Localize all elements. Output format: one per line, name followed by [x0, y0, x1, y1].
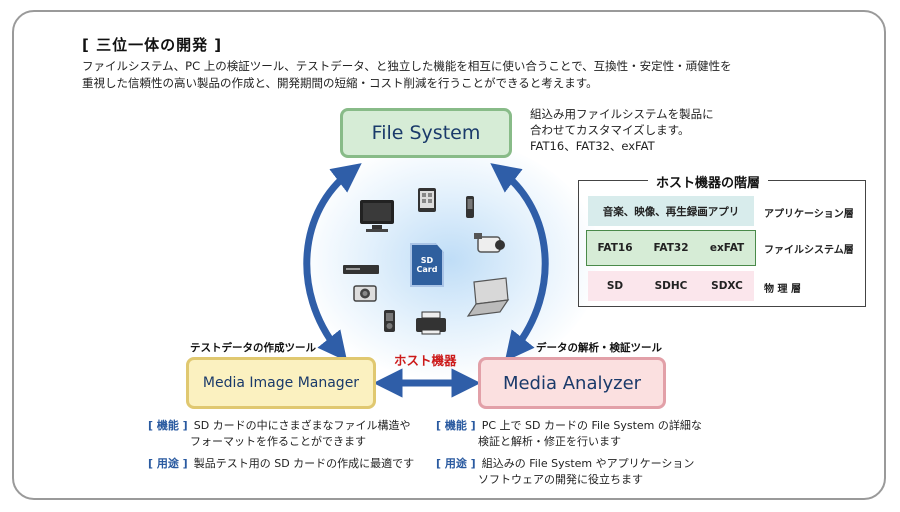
mim-feature-1: SD カードの中にさまざまなファイル構造や [193, 419, 411, 432]
ma-use-2: ソフトウェアの開発に役立ちます [478, 473, 643, 486]
mim-use-tag: [ 用途 ] [148, 457, 188, 470]
intro-text: ファイルシステム、PC 上の検証ツール、テストデータ、と独立した機能を相互に使い… [82, 58, 842, 92]
laptop-icon [466, 277, 510, 317]
fs-layer-cell-2: FAT32 [653, 241, 689, 254]
fs-layer-cell-3: exFAT [709, 241, 745, 254]
mim-caption: テストデータの作成ツール [190, 342, 316, 354]
sd-card-line-1: SD [420, 256, 434, 265]
ma-use-1: 組込みの File System やアプリケーション [481, 457, 695, 470]
fs-layer-row: FAT16 FAT32 exFAT [586, 230, 756, 266]
media-image-manager-box: Media Image Manager [186, 357, 376, 409]
file-system-box: File System [340, 108, 512, 158]
content-frame [12, 10, 886, 500]
file-system-note-3: FAT16、FAT32、exFAT [530, 139, 655, 153]
app-layer-row: 音楽、映像、再生録画アプリ [588, 196, 754, 226]
arrow-fs-ma [490, 163, 549, 362]
tv-icon [360, 200, 394, 232]
intro-line-2: 重視した信頼性の高い製品の作成と、開発期間の短縮・コスト削減を行うことができると… [82, 76, 598, 90]
camera-icon [353, 285, 377, 302]
ma-feature-1: PC 上で SD カードの File System の詳細な [481, 419, 702, 432]
host-hierarchy-title: ホスト機器の階層 [648, 172, 769, 191]
media-image-manager-label: Media Image Manager [202, 375, 360, 391]
file-system-note-2: 合わせてカスタマイズします。 [530, 123, 690, 137]
ma-feature-tag: [ 機能 ] [436, 419, 476, 432]
ma-description: [ 機能 ] PC 上で SD カードの File System の詳細な 検証と… [436, 418, 702, 488]
fs-layer-label: ファイルシステム層 [764, 245, 854, 256]
file-system-note: 組込み用ファイルシステムを製品に 合わせてカスタマイズします。 FAT16、FA… [530, 106, 714, 154]
mim-description: [ 機能 ] SD カードの中にさまざまなファイル構造や フォーマットを作ることが… [148, 418, 414, 472]
media-analyzer-label: Media Analyzer [502, 372, 642, 394]
phone-icon [466, 196, 474, 218]
mim-use-1: 製品テスト用の SD カードの作成に最適です [193, 457, 415, 470]
media-analyzer-box: Media Analyzer [478, 357, 666, 409]
mim-feature-tag: [ 機能 ] [148, 419, 188, 432]
app-layer-cell: 音楽、映像、再生録画アプリ [602, 205, 740, 218]
recorder-icon [343, 265, 379, 274]
arrow-fs-mim [303, 163, 362, 362]
phys-layer-cell-1: SD [606, 280, 624, 292]
intro-line-1: ファイルシステム、PC 上の検証ツール、テストデータ、と独立した機能を相互に使い… [82, 59, 732, 73]
music-player-icon [384, 310, 395, 332]
fs-layer-cell-1: FAT16 [597, 241, 633, 254]
ma-feature-2: 検証と解析・修正を行います [478, 435, 621, 448]
sd-card-line-2: Card [416, 265, 438, 274]
host-device-label: ホスト機器 [394, 353, 457, 368]
section-title: [ 三位一体の開発 ] [82, 36, 223, 54]
printer-icon [416, 311, 446, 335]
file-system-note-1: 組込み用ファイルシステムを製品に [530, 107, 714, 121]
camcorder-icon [474, 233, 505, 253]
tablet-icon [418, 188, 436, 212]
phys-layer-label: 物 理 層 [764, 284, 801, 295]
phys-layer-row: SD SDHC SDXC [588, 271, 754, 301]
ma-use-tag: [ 用途 ] [436, 457, 476, 470]
phys-layer-cell-2: SDHC [654, 280, 688, 292]
sd-card-icon: SD Card [410, 243, 444, 287]
file-system-label: File System [371, 122, 481, 144]
ma-caption: データの解析・検証ツール [536, 342, 662, 354]
app-layer-label: アプリケーション層 [764, 209, 854, 220]
phys-layer-cell-3: SDXC [711, 280, 743, 292]
mim-feature-2: フォーマットを作ることができます [190, 435, 366, 448]
